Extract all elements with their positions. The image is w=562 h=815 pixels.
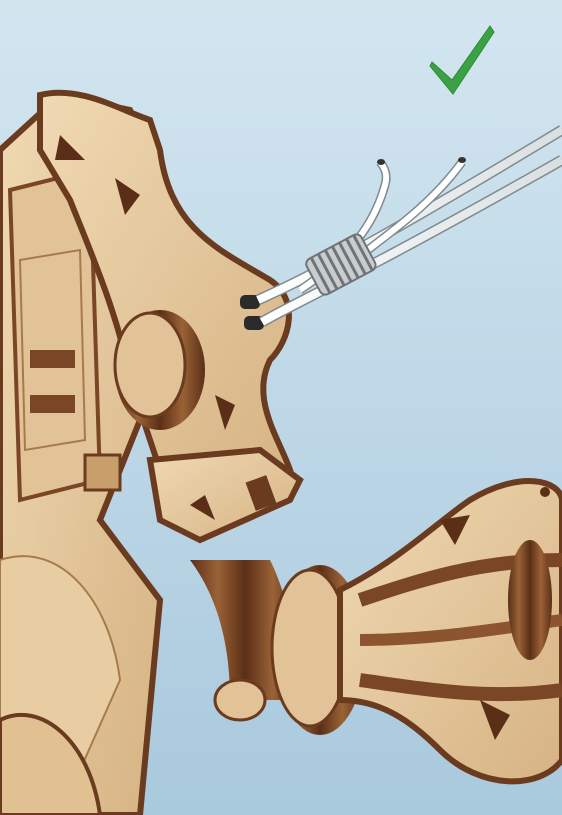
claw-part [272, 481, 562, 781]
rubber-band-group [258, 130, 562, 322]
checkmark-icon [430, 26, 494, 94]
